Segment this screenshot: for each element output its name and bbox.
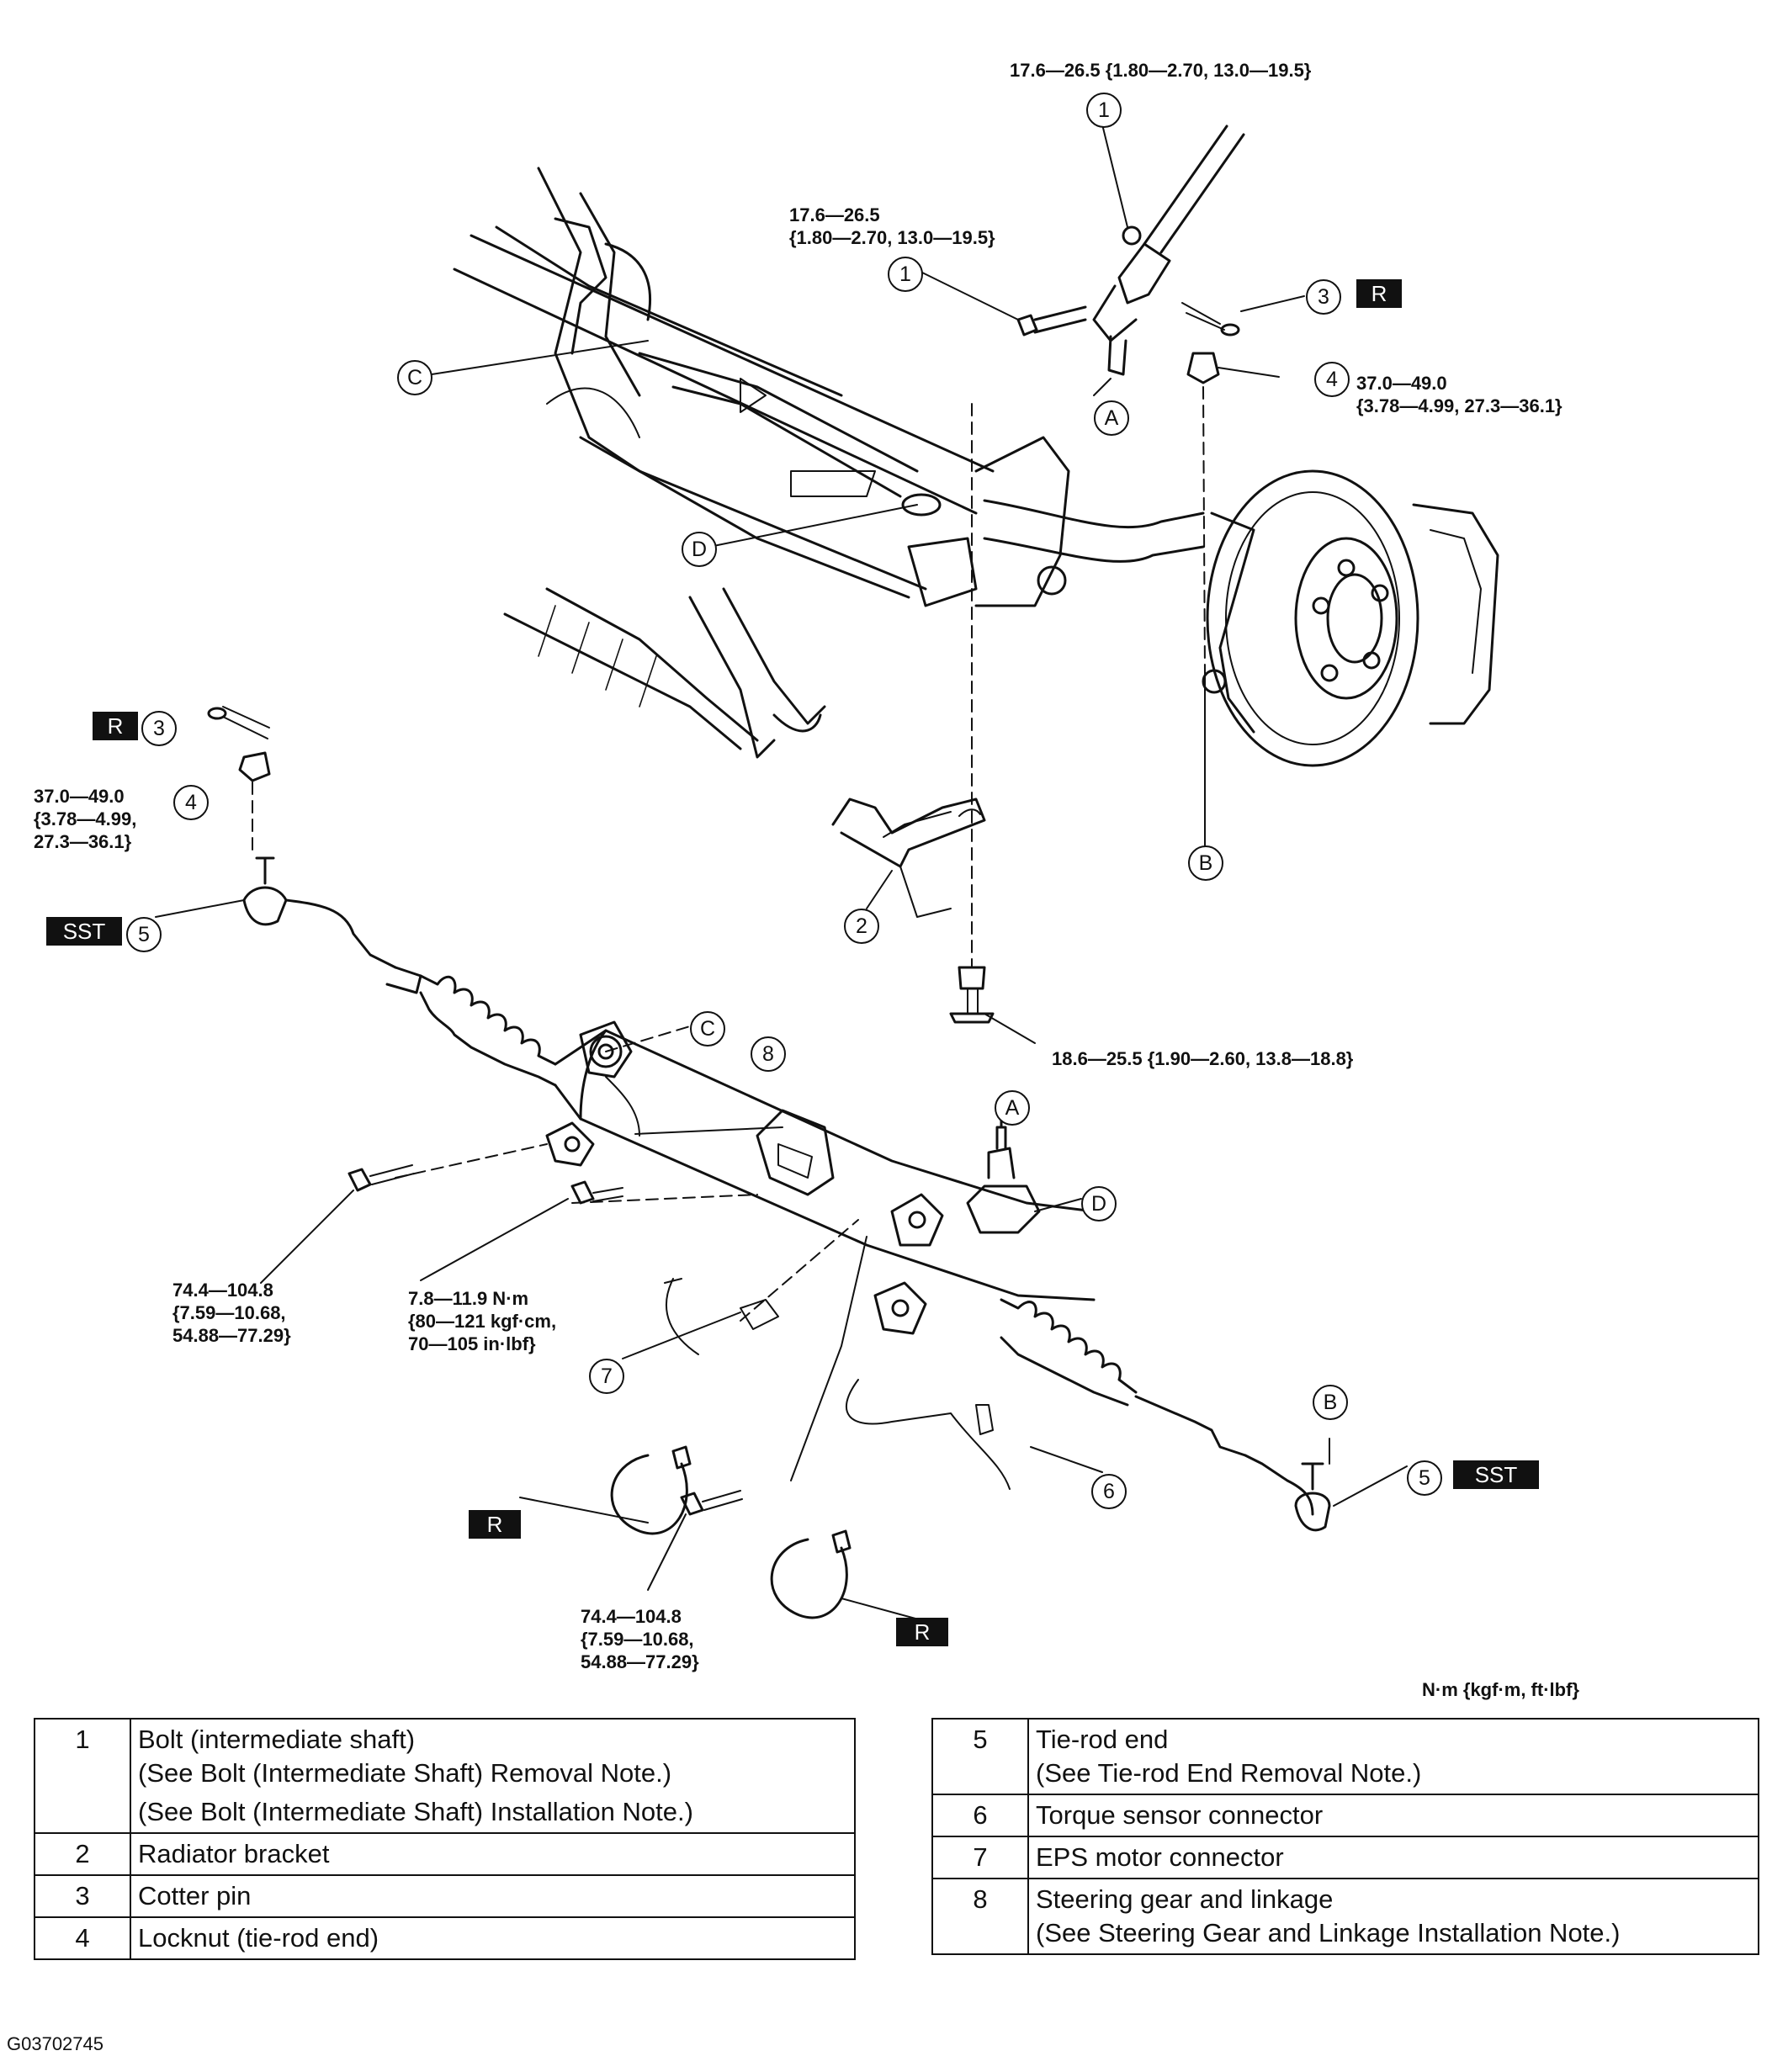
part-description-line: (See Bolt (Intermediate Shaft) Installat… <box>138 1797 693 1826</box>
lower-bolts-drawing <box>207 706 743 1516</box>
callout-C-upper: C <box>397 360 432 395</box>
table-row: 7 EPS motor connector <box>931 1836 1759 1879</box>
torque-units-note: N·m {kgf·m, ft·lbf} <box>1422 1679 1579 1700</box>
callout-A-upper: A <box>1094 400 1129 436</box>
callout-4-left: 4 <box>173 785 209 820</box>
torque-spec-bracket-bolt: 18.6—25.5 {1.90—2.60, 13.8—18.8} <box>1052 1048 1354 1069</box>
callout-D-upper: D <box>682 532 717 567</box>
parts-table-right: 5 Tie-rod end (See Tie-rod End Removal N… <box>931 1718 1759 1955</box>
tag-SST-left: SST <box>46 917 122 946</box>
part-description-line: Locknut (tie-rod end) <box>138 1923 379 1953</box>
part-description: Locknut (tie-rod end) <box>130 1916 856 1960</box>
part-description-line: Steering gear and linkage <box>1036 1884 1334 1914</box>
part-number: 3 <box>34 1874 131 1918</box>
callout-7: 7 <box>589 1359 624 1394</box>
torque-spec-locknut-right: 37.0—49.0 {3.78—4.99, 27.3—36.1} <box>1356 373 1563 416</box>
callout-5-right: 5 <box>1407 1460 1442 1496</box>
part-description-line: (See Bolt (Intermediate Shaft) Removal N… <box>138 1758 672 1788</box>
torque-spec-gear-mount-upper: 74.4—104.8 {7.59—10.68, 54.88—77.29} <box>172 1280 291 1346</box>
steering-gear-drawing <box>242 856 1331 1532</box>
parts-table-left: 1 Bolt (intermediate shaft) (See Bolt (I… <box>34 1718 856 1960</box>
part-number: 5 <box>931 1718 1029 1795</box>
torque-spec-shaft-top: 17.6—26.5 {1.80—2.70, 13.0—19.5} <box>1010 60 1312 81</box>
part-description: Tie-rod end (See Tie-rod End Removal Not… <box>1027 1718 1759 1795</box>
callout-4-right: 4 <box>1314 362 1350 397</box>
callout-1-bolt: 1 <box>888 257 923 292</box>
callout-2: 2 <box>844 909 879 944</box>
torque-spec-shaft-bolt: 17.6—26.5 {1.80—2.70, 13.0—19.5} <box>789 204 995 248</box>
table-row: 5 Tie-rod end (See Tie-rod End Removal N… <box>931 1718 1759 1795</box>
table-row: 4 Locknut (tie-rod end) <box>34 1916 856 1960</box>
part-description: Bolt (intermediate shaft) (See Bolt (Int… <box>130 1718 856 1834</box>
part-description-line: Torque sensor connector <box>1036 1800 1324 1830</box>
part-number: 6 <box>931 1794 1029 1837</box>
tag-R-upper-left: R <box>93 712 138 740</box>
torque-spec-locknut-left: 37.0—49.0 {3.78—4.99, 27.3—36.1} <box>34 786 137 852</box>
part-description: Radiator bracket <box>130 1832 856 1876</box>
figure-code: G03702745 <box>7 2033 103 2054</box>
table-row: 1 Bolt (intermediate shaft) (See Bolt (I… <box>34 1718 856 1834</box>
callout-C-lower: C <box>690 1011 725 1047</box>
table-row: 2 Radiator bracket <box>34 1832 856 1876</box>
part-number: 4 <box>34 1916 131 1960</box>
part-description-line: EPS motor connector <box>1036 1842 1284 1872</box>
brake-disc-drawing <box>1202 469 1499 767</box>
part-description-line: Cotter pin <box>138 1881 252 1910</box>
stabilizer-bar-drawing <box>983 499 1205 563</box>
part-description: Cotter pin <box>130 1874 856 1918</box>
part-number: 7 <box>931 1836 1029 1879</box>
part-number: 1 <box>34 1718 131 1834</box>
callout-A-lower: A <box>995 1090 1030 1126</box>
part-description-line: (See Steering Gear and Linkage Installat… <box>1036 1918 1621 1947</box>
tag-R-clamp-right: R <box>896 1618 948 1646</box>
part-description-line: Tie-rod end <box>1036 1725 1169 1754</box>
tag-R-clamp-left: R <box>469 1510 521 1539</box>
part-description: Torque sensor connector <box>1027 1794 1759 1837</box>
part-description-line: Bolt (intermediate shaft) <box>138 1725 416 1754</box>
exploded-view-drawing <box>155 124 1499 1624</box>
callout-8: 8 <box>751 1036 786 1072</box>
leader-lines <box>155 124 1408 1624</box>
callout-D-lower: D <box>1081 1186 1117 1221</box>
part-description: EPS motor connector <box>1027 1836 1759 1879</box>
callout-3-right: 3 <box>1306 279 1341 315</box>
part-number: 8 <box>931 1878 1029 1955</box>
tag-SST-right: SST <box>1453 1460 1539 1489</box>
table-row: 6 Torque sensor connector <box>931 1794 1759 1837</box>
callout-5-left: 5 <box>126 917 162 952</box>
callout-1-top: 1 <box>1086 93 1122 128</box>
intermediate-shaft-drawing <box>1016 125 1245 376</box>
callout-3-left: 3 <box>141 711 177 746</box>
callout-B-lower: B <box>1313 1385 1348 1420</box>
table-row: 3 Cotter pin <box>34 1874 856 1918</box>
torque-spec-motor-bolt: 7.8—11.9 N·m {80—121 kgf·cm, 70—105 in·l… <box>408 1288 557 1354</box>
hose-clamps-drawing <box>610 1445 852 1619</box>
tag-R-upper-right: R <box>1356 279 1402 308</box>
torque-spec-gear-mount-lower: 74.4—104.8 {7.59—10.68, 54.88—77.29} <box>581 1606 699 1672</box>
right-tie-rod-fasteners-drawing <box>1181 302 1240 674</box>
part-description: Steering gear and linkage (See Steering … <box>1027 1878 1759 1955</box>
part-description-line: Radiator bracket <box>138 1839 330 1868</box>
table-row: 8 Steering gear and linkage (See Steerin… <box>931 1878 1759 1955</box>
callout-B-upper: B <box>1188 845 1223 881</box>
callout-6: 6 <box>1091 1474 1127 1509</box>
part-number: 2 <box>34 1832 131 1876</box>
vehicle-frame-drawing <box>453 167 1070 759</box>
radiator-bracket-drawing <box>831 403 995 1024</box>
part-description-line: (See Tie-rod End Removal Note.) <box>1036 1758 1422 1788</box>
